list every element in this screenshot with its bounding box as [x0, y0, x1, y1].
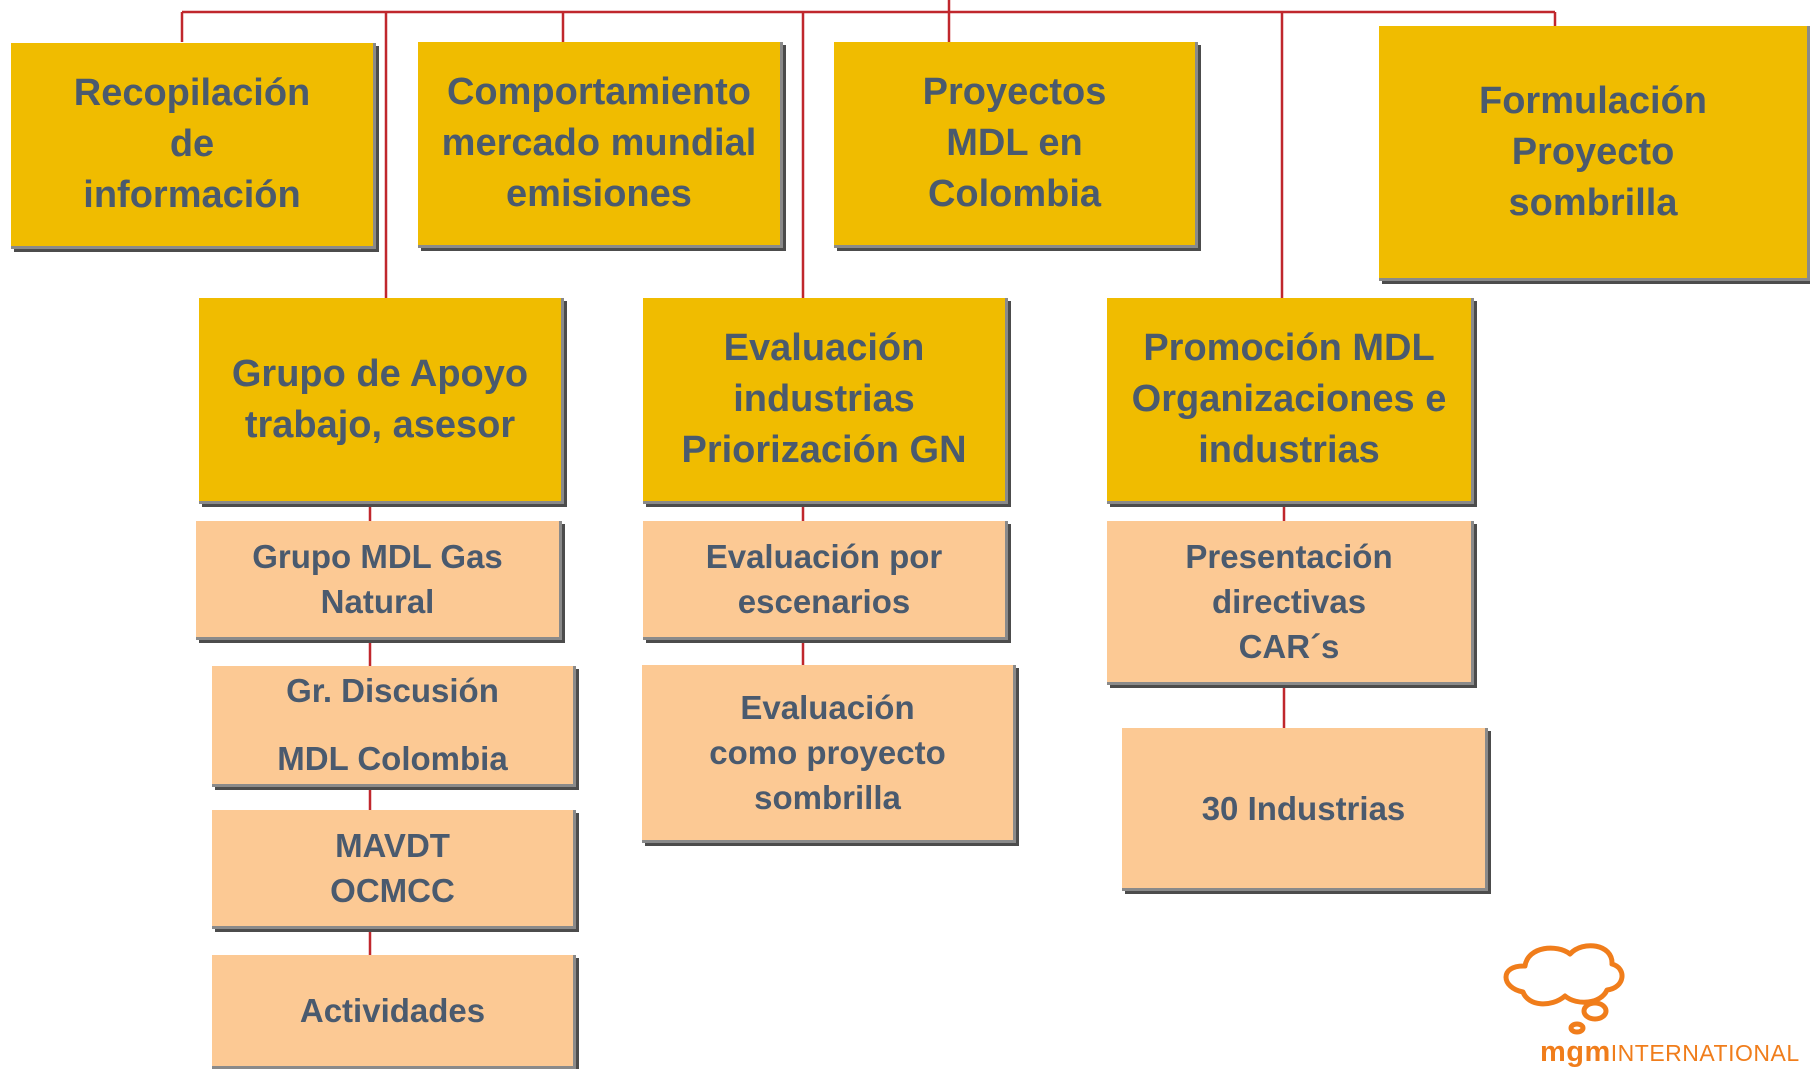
box-actividades: Actividades: [212, 955, 576, 1069]
box-label: Presentación directivas CAR´s: [1185, 538, 1393, 665]
box-30-industrias: 30 Industrias: [1122, 728, 1488, 891]
box-label: Proyectos MDL en Colombia: [922, 71, 1107, 215]
box-promocion-mdl: Promoción MDL Organizaciones e industria…: [1107, 298, 1474, 504]
box-label: 30 Industrias: [1201, 789, 1406, 827]
box-recopilacion-informacion: Recopilación de información: [11, 43, 376, 249]
box-label: Evaluación como proyecto sombrilla: [709, 689, 946, 816]
mgm-international-logo: mgmINTERNATIONAL: [1540, 1036, 1800, 1069]
box-label: Gr. Discusión MDL Colombia: [277, 672, 508, 777]
box-label: Formulación Proyecto sombrilla: [1478, 79, 1708, 224]
box-label: Actividades: [299, 992, 486, 1029]
box-mavdt-ocmcc: MAVDT OCMCC: [212, 810, 576, 929]
box-presentacion-directivas: Presentación directivas CAR´s: [1107, 521, 1474, 685]
box-grupo-mdl-gas-natural: Grupo MDL Gas Natural: [196, 521, 562, 640]
box-evaluacion-industrias: Evaluación industrias Priorización GN: [643, 298, 1008, 504]
box-evaluacion-proyecto-sombrilla: Evaluación como proyecto sombrilla: [642, 665, 1016, 843]
box-proyectos-mdl-colombia: Proyectos MDL en Colombia: [834, 42, 1198, 248]
box-discusion-mdl-colombia: Gr. Discusión MDL Colombia: [212, 666, 576, 787]
logo-suffix: INTERNATIONAL: [1610, 1040, 1800, 1066]
box-evaluacion-escenarios: Evaluación por escenarios: [643, 521, 1008, 640]
box-label: Evaluación industrias Priorización GN: [681, 327, 967, 471]
box-label: Recopilación de información: [73, 72, 311, 216]
logo-brand: mgm: [1540, 1036, 1611, 1068]
box-comportamiento-mercado: Comportamiento mercado mundial emisiones: [418, 42, 783, 248]
box-label: MAVDT OCMCC: [330, 827, 455, 909]
cloud-logo-icon: [1503, 943, 1625, 1035]
box-label: Comportamiento mercado mundial emisiones: [441, 71, 757, 215]
box-label: Evaluación por escenarios: [705, 538, 943, 620]
box-label: Grupo de Apoyo trabajo, asesor: [231, 352, 529, 446]
box-grupo-apoyo: Grupo de Apoyo trabajo, asesor: [199, 298, 564, 504]
box-label: Promoción MDL Organizaciones e industria…: [1131, 327, 1447, 471]
box-formulacion-proyecto-sombrilla: Formulación Proyecto sombrilla: [1379, 26, 1810, 281]
box-label: Grupo MDL Gas Natural: [252, 538, 503, 620]
